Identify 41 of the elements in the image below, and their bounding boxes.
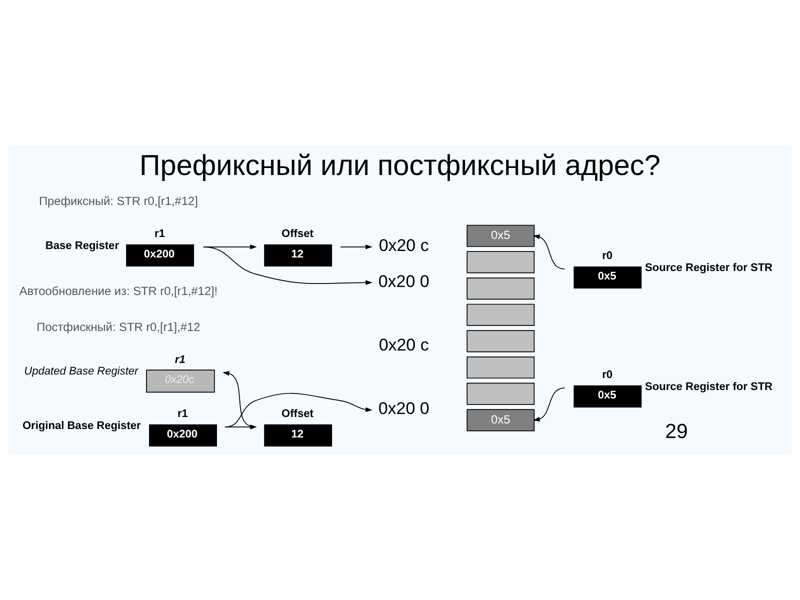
- diagram-title: Префиксный или постфиксный адрес?: [140, 150, 660, 182]
- arrow: [224, 424, 257, 430]
- node-box: [466, 382, 535, 405]
- node-box: 0x5: [574, 385, 642, 408]
- node-label: r1: [154, 228, 165, 240]
- node-text: 0x20 0: [378, 399, 430, 418]
- node-box: [466, 251, 535, 274]
- node-text: 0x20 c: [378, 236, 429, 256]
- node-label: r1: [174, 354, 186, 366]
- node-label: Original Base Register: [22, 420, 141, 432]
- label: Префиксный: STR r0,[r1,#12]: [38, 194, 198, 208]
- node-box: [466, 304, 535, 326]
- label: 0x20 c: [378, 336, 429, 355]
- node-box: 12: [264, 424, 332, 446]
- node-label: Offset: [282, 408, 314, 420]
- node-label: r0: [602, 250, 613, 262]
- node-label: Base Register: [45, 240, 119, 252]
- node-label: Updated Base Register: [24, 366, 138, 378]
- label: 29: [665, 421, 688, 444]
- node-box: [466, 330, 535, 352]
- arrow: [224, 392, 372, 428]
- node-box: 0x200: [126, 244, 194, 266]
- node-box: [466, 278, 535, 300]
- node-box: 0x200: [149, 424, 217, 446]
- label: Постфискный: STR r0,[r1],#12: [36, 320, 200, 334]
- arrow: [202, 246, 372, 285]
- node-box: 0x5: [574, 266, 642, 289]
- arrow: [532, 234, 566, 270]
- node-box: 0x5: [466, 409, 535, 432]
- node-label: Source Register for STR: [645, 262, 773, 274]
- node-box: 0x5: [466, 224, 535, 247]
- arrow: [532, 387, 566, 422]
- node-label: Offset: [282, 228, 314, 240]
- node-label: r1: [177, 408, 188, 420]
- node-text: 0x20 0: [378, 272, 430, 291]
- node-label: r0: [602, 369, 613, 382]
- label: Автообновление из: STR r0,[r1,#12]!: [19, 284, 218, 298]
- node-box: [466, 356, 535, 379]
- node-label: Source Register for STR: [645, 380, 773, 393]
- node-box: 12: [264, 244, 332, 266]
- arrow: [340, 244, 372, 250]
